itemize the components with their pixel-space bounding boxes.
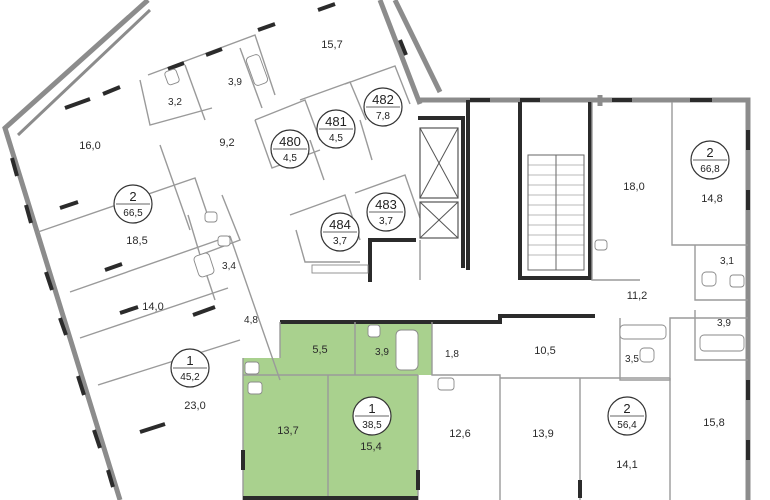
right-block-windows <box>241 98 750 500</box>
unit-area: 4,5 <box>283 153 297 164</box>
unit-number: 483 <box>375 197 397 212</box>
room-label: 10,5 <box>534 345 555 357</box>
unit-number: 481 <box>325 114 347 129</box>
room-label: 13,7 <box>277 425 298 437</box>
room-label: 18,5 <box>126 235 147 247</box>
room-label: 16,0 <box>79 140 100 152</box>
room-labels: 15,7 3,9 3,2 9,2 16,0 18,5 3,4 14,0 4,8 … <box>79 39 734 471</box>
unit-area: 66,8 <box>700 164 720 175</box>
room-label: 3,2 <box>168 97 182 108</box>
room-label: 5,5 <box>312 344 327 356</box>
room-label: 11,2 <box>627 290 648 302</box>
unit-marker[interactable]: 484 3,7 <box>320 212 360 252</box>
bathroom-fixtures <box>164 54 745 395</box>
room-label: 3,1 <box>720 256 734 267</box>
room-label: 3,5 <box>625 354 639 365</box>
unit-area: 3,7 <box>333 236 347 247</box>
unit-number: 1 <box>368 401 375 416</box>
unit-area: 3,7 <box>379 216 393 227</box>
unit-number: 2 <box>129 189 136 204</box>
unit-area: 38,5 <box>362 420 382 431</box>
unit-marker[interactable]: 2 66,5 <box>113 184 153 224</box>
unit-number: 1 <box>186 353 193 368</box>
unit-marker[interactable]: 480 4,5 <box>270 129 310 169</box>
unit-number: 480 <box>279 134 301 149</box>
unit-area: 56,4 <box>617 420 637 431</box>
room-label: 15,4 <box>360 441 381 453</box>
room-label: 3,9 <box>717 318 731 329</box>
staircase <box>527 154 585 271</box>
room-label: 18,0 <box>623 181 644 193</box>
unit-area: 66,5 <box>123 208 143 219</box>
unit-marker[interactable]: 482 7,8 <box>363 87 403 127</box>
room-label: 3,9 <box>375 347 389 358</box>
room-label: 3,9 <box>228 77 242 88</box>
room-label: 1,8 <box>445 349 459 360</box>
unit-marker[interactable]: 1 45,2 <box>170 348 210 388</box>
room-label: 4,8 <box>244 315 258 326</box>
room-label: 12,6 <box>449 428 470 440</box>
unit-number: 482 <box>372 92 394 107</box>
unit-markers: 482 7,8 481 4,5 480 4,5 483 3,7 484 3,7 <box>113 87 730 436</box>
unit-area: 4,5 <box>329 133 343 144</box>
left-wing-windows <box>10 2 408 488</box>
room-label: 15,8 <box>703 417 724 429</box>
room-label: 14,1 <box>616 459 637 471</box>
unit-number: 484 <box>329 217 351 232</box>
room-label: 13,9 <box>532 428 553 440</box>
room-label: 9,2 <box>219 137 234 149</box>
unit-marker[interactable]: 1 38,5 <box>352 396 392 436</box>
unit-marker[interactable]: 2 66,8 <box>690 140 730 180</box>
unit-marker[interactable]: 2 56,4 <box>607 396 647 436</box>
unit-number: 2 <box>706 145 713 160</box>
room-label: 3,4 <box>222 261 236 272</box>
unit-marker[interactable]: 481 4,5 <box>316 109 356 149</box>
unit-area: 45,2 <box>180 372 200 383</box>
room-label: 14,0 <box>142 301 163 313</box>
unit-number: 2 <box>623 401 630 416</box>
highlighted-apartment[interactable] <box>243 322 432 500</box>
room-label: 23,0 <box>184 400 205 412</box>
left-wing-walls <box>2 0 443 500</box>
elevator-shafts <box>419 127 459 239</box>
room-label: 14,8 <box>701 193 722 205</box>
room-label: 15,7 <box>321 39 342 51</box>
unit-marker[interactable]: 483 3,7 <box>366 192 406 232</box>
unit-area: 7,8 <box>376 111 390 122</box>
